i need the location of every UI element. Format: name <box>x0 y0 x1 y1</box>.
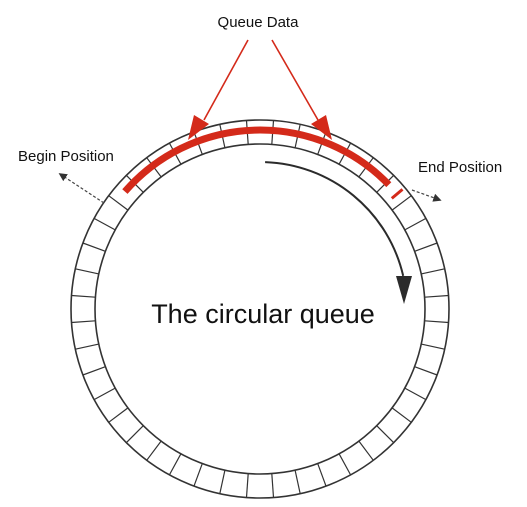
ring-slot-divider <box>75 343 99 350</box>
ring-slot-divider <box>338 453 352 476</box>
center-title: The circular queue <box>151 299 375 329</box>
ring-slot-divider <box>93 387 116 401</box>
ring-slot-divider <box>193 463 203 487</box>
queue-data-highlight <box>122 126 392 194</box>
ring-slot-divider <box>71 294 96 298</box>
ring-slot-divider <box>271 473 275 498</box>
ring-slot-divider <box>93 217 116 231</box>
ring-slot-divider <box>376 425 395 444</box>
ring-slot-divider <box>391 195 412 211</box>
dashed-arrow-icon <box>58 173 105 204</box>
ring-slot-divider <box>71 320 96 324</box>
ring-slot-divider <box>404 387 427 401</box>
ring-slot-divider <box>421 343 445 350</box>
queue-data-label: Queue Data <box>218 14 300 31</box>
ring-slot-divider <box>421 268 445 275</box>
pointer-line-left <box>203 39 249 121</box>
ring-slot-divider <box>82 366 106 376</box>
queue-data-pointers <box>188 39 332 140</box>
ring-slot-divider <box>414 242 438 252</box>
ring-slot-divider <box>424 294 449 298</box>
end-position-tick <box>390 188 404 200</box>
ring-slot-divider <box>75 268 99 275</box>
ring-outer-edge <box>70 119 450 499</box>
end-position-label: End Position <box>418 159 502 176</box>
ring-slot-divider <box>219 470 226 494</box>
ring-slot-divider <box>391 407 412 423</box>
ring-slot-divider <box>358 440 374 461</box>
begin-position-label: Begin Position <box>18 148 114 165</box>
clockwise-arrow-icon <box>265 161 405 277</box>
ring-slot-divider <box>404 217 427 231</box>
ring-slot-divider <box>125 425 144 444</box>
ring-slot-divider <box>245 473 249 498</box>
ring-inner-edge <box>94 143 426 475</box>
ring-slot-divider <box>424 320 449 324</box>
arrow-down-icon <box>311 115 332 140</box>
ring-slot-divider <box>317 463 327 487</box>
ring-slot-divider <box>294 470 301 494</box>
dashed-arrow-icon <box>411 189 442 202</box>
arrow-down-icon <box>188 115 209 140</box>
direction-arrowhead-icon <box>396 276 412 304</box>
ring-slot-divider <box>108 195 129 211</box>
ring-slot-divider <box>414 366 438 376</box>
ring-slot-divider <box>82 242 106 252</box>
ring-slot-divider <box>108 407 129 423</box>
ring-slot-divider <box>168 453 182 476</box>
ring-slot-divider <box>146 440 162 461</box>
pointer-line-right <box>271 39 319 121</box>
